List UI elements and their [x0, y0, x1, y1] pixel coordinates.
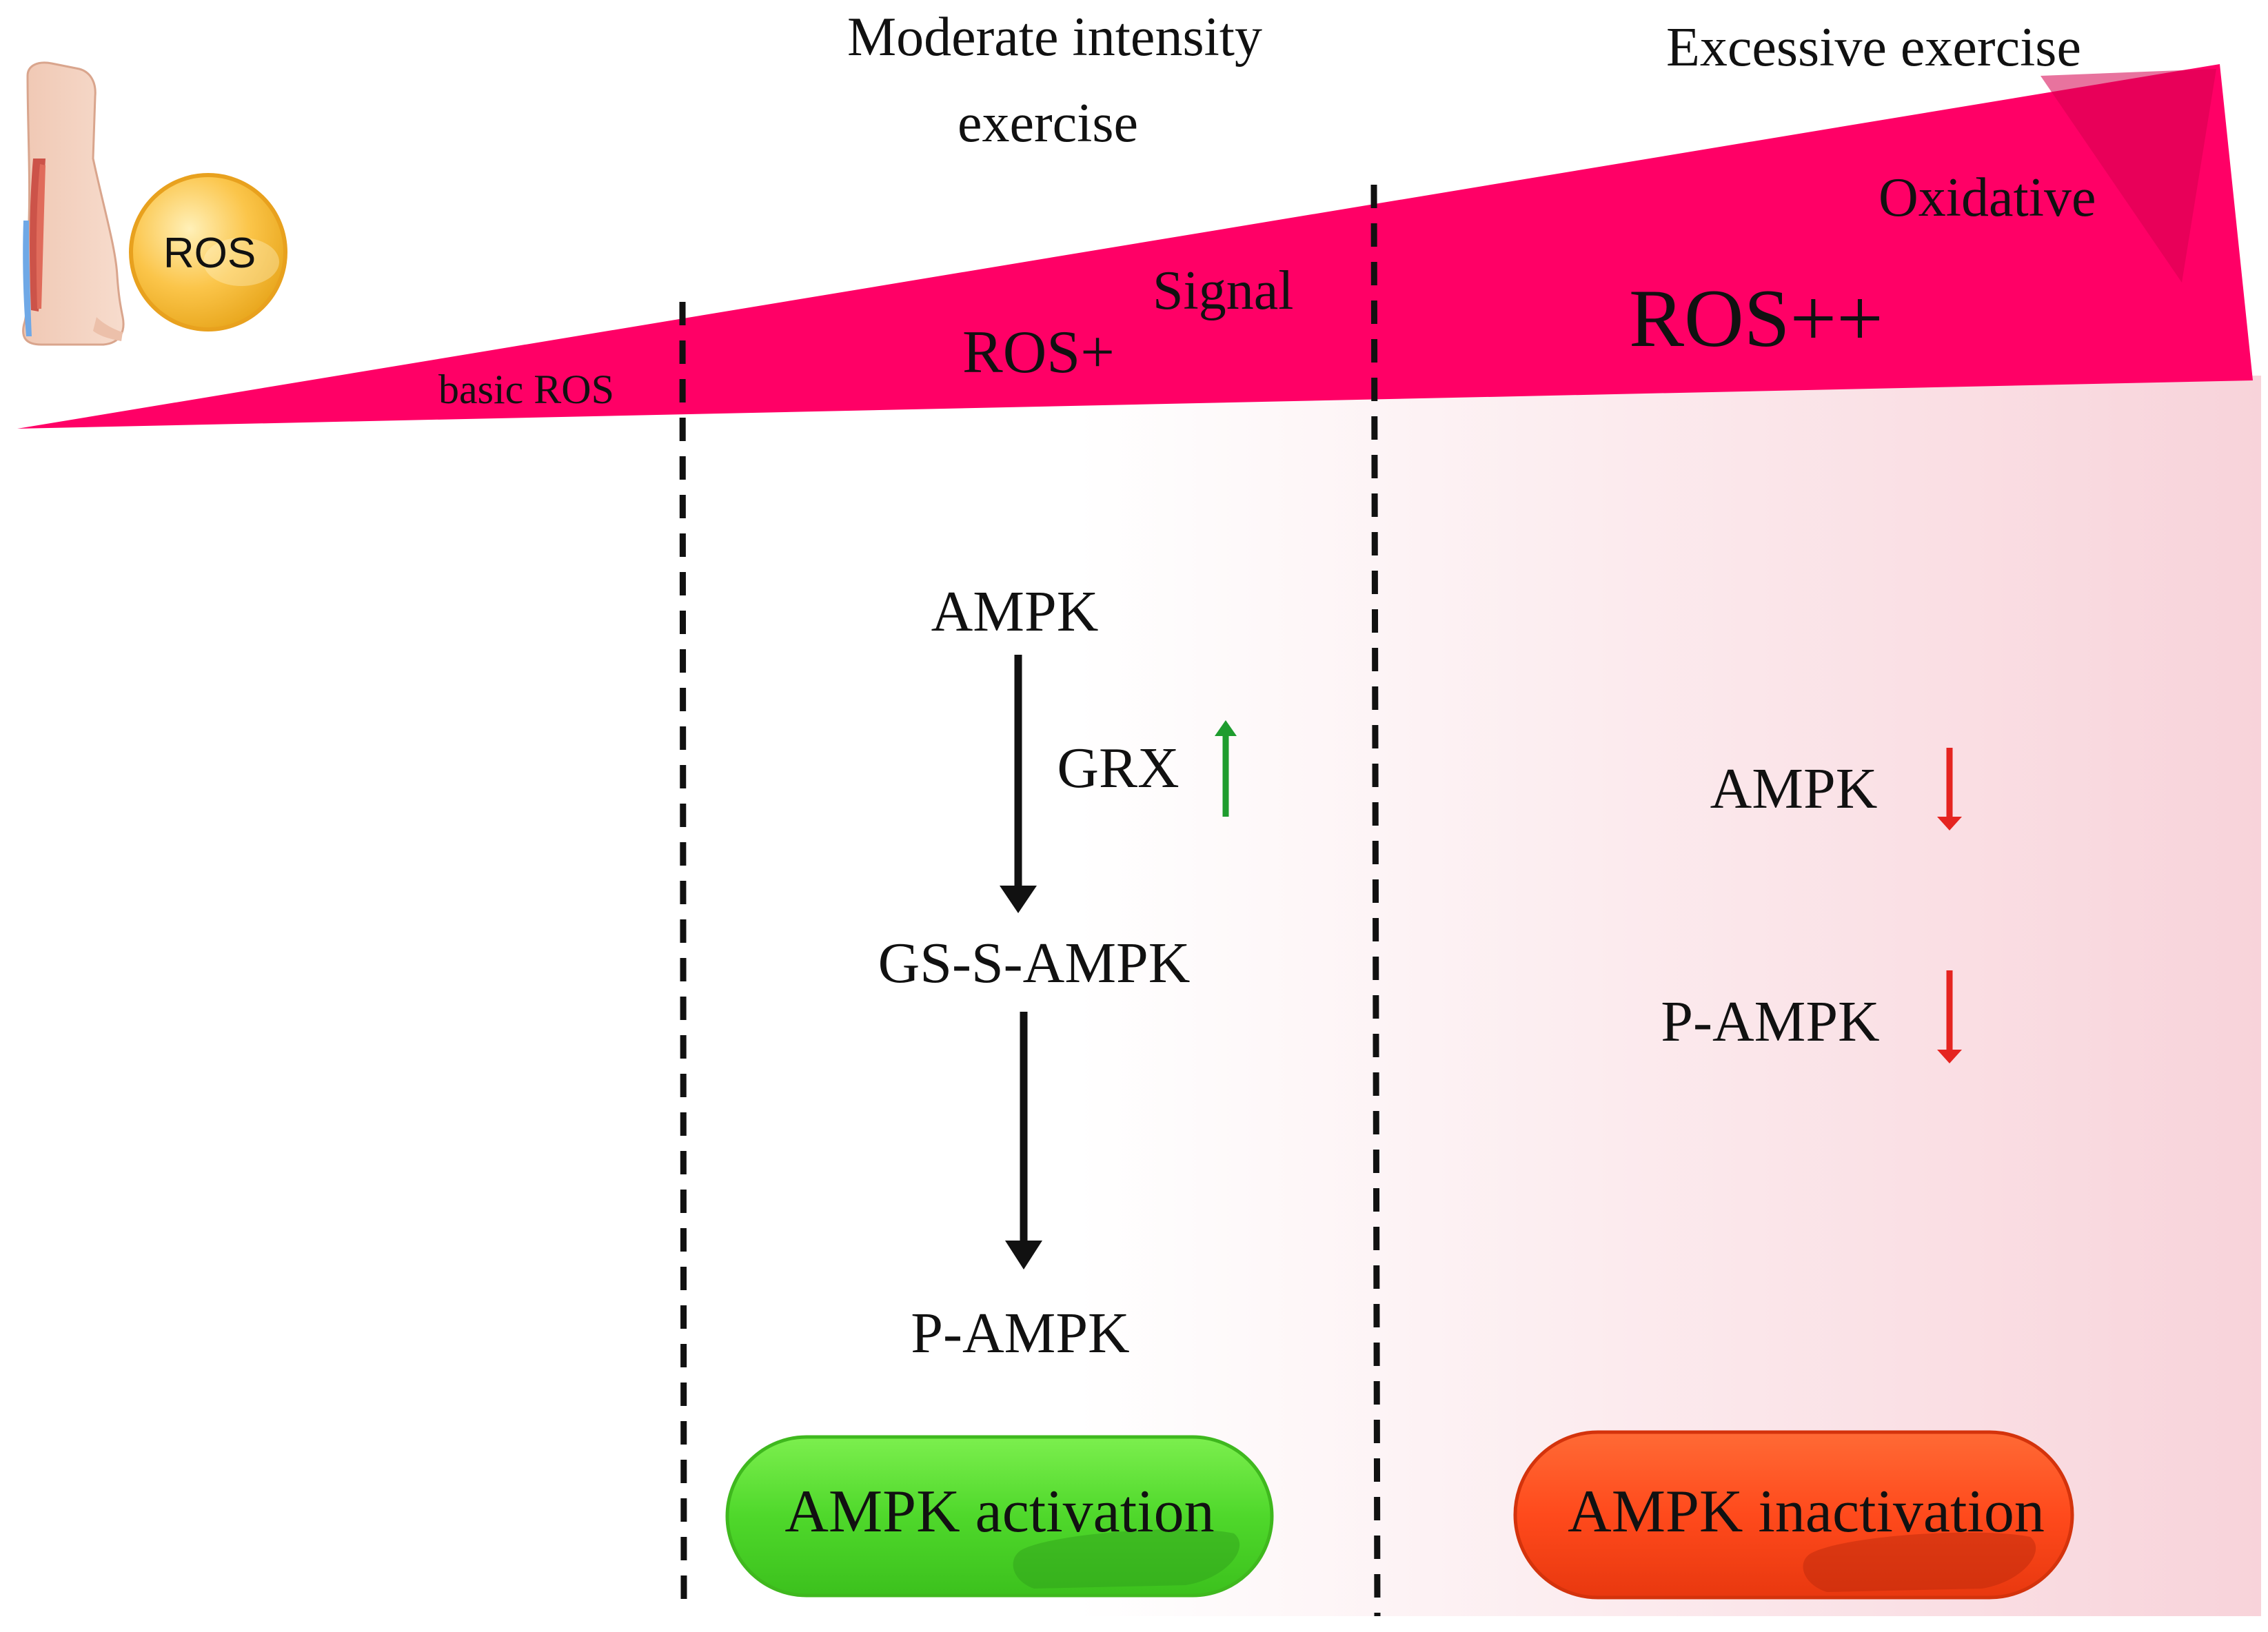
basic-ros-label: basic ROS: [438, 367, 614, 412]
arrowhead-1: [1000, 886, 1037, 913]
oxidative-label: Oxidative: [1879, 167, 2096, 228]
arrowhead-2: [1005, 1241, 1042, 1269]
ros-wedge: [17, 64, 2253, 429]
moderate-header-line1: Moderate intensity: [847, 7, 1262, 68]
moderate-p-ampk: P-AMPK: [911, 1301, 1129, 1365]
grx-label: GRX: [1057, 736, 1179, 800]
ros-ball-label: ROS: [163, 229, 256, 277]
grx-up-arrow-icon: [1215, 720, 1237, 817]
excessive-ampk: AMPK: [1710, 757, 1878, 821]
ros-ball-icon: ROS: [129, 173, 287, 332]
leg-icon: [22, 61, 125, 346]
separator-left: [679, 301, 687, 1600]
separator-right: [1370, 184, 1381, 1617]
ampk-activation-label: AMPK activation: [784, 1478, 1214, 1545]
excessive-p-ampk: P-AMPK: [1661, 990, 1879, 1054]
ampk-inactivation-label: AMPK inactivation: [1568, 1478, 2045, 1545]
ampk-inactivation-pill: AMPK inactivation: [1513, 1430, 2074, 1600]
ros-wedge-shading: [2041, 69, 2216, 283]
background-panel: [682, 376, 2261, 1616]
ampk-activation-pill: AMPK activation: [725, 1435, 1274, 1598]
p-ampk-down-arrow-icon: [1937, 970, 1962, 1063]
ros-plus-label: ROS+: [962, 319, 1115, 386]
signal-label: Signal: [1153, 261, 1293, 321]
excessive-header: Excessive exercise: [1666, 17, 2081, 78]
ros-plusplus-label: ROS++: [1629, 272, 1883, 364]
moderate-header-line2: exercise: [958, 93, 1138, 154]
ampk-down-arrow-icon: [1937, 748, 1962, 830]
moderate-gs-s-ampk: GS-S-AMPK: [878, 931, 1191, 995]
moderate-ampk: AMPK: [931, 580, 1099, 644]
